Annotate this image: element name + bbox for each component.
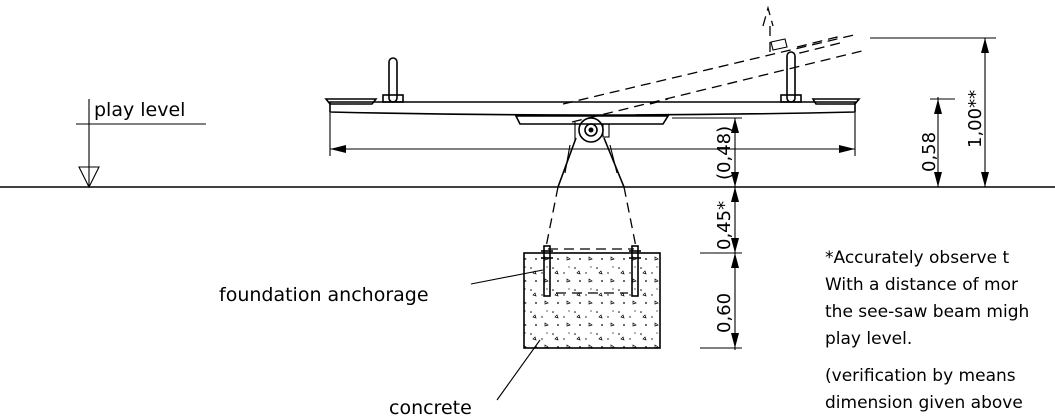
foundation-anchorage-label: foundation anchorage [219, 284, 429, 306]
dimension-total-height: 1,00** [965, 90, 986, 148]
notes-block: *Accurately observe t With a distance of… [825, 248, 1029, 413]
leg-projection [545, 186, 637, 250]
concrete-label: concrete [389, 397, 472, 419]
handle-right [780, 51, 802, 103]
beam-length-dimension [329, 113, 856, 156]
beam-tilted-phantom [562, 5, 867, 123]
note-line-5: (verification by means [825, 366, 1016, 386]
dimension-depth-lower: 0,60 [714, 293, 735, 333]
concrete-foundation [523, 252, 661, 349]
play-level-label: play level [94, 99, 185, 121]
concrete-leader [496, 339, 541, 401]
note-line-6: dimension given above [825, 393, 1023, 413]
handle-left [382, 57, 404, 103]
foundation-anchor-right [629, 245, 641, 297]
dimension-depth-upper: 0,45* [714, 201, 735, 250]
support-frame [557, 137, 625, 188]
note-line-3: the see-saw beam migh [825, 302, 1029, 322]
total-height-dimension [870, 37, 996, 187]
vertical-dimension-chain [672, 117, 742, 350]
note-line-4: play level. [825, 329, 912, 349]
anchorage-leader [470, 269, 544, 285]
dimension-seat-height: 0,58 [919, 132, 940, 172]
dimension-beam-height: (0,48) [714, 126, 735, 180]
foundation-anchor-left [541, 245, 553, 297]
see-saw-beam [324, 98, 861, 125]
play-level-marker: play level [76, 99, 206, 189]
note-line-2: With a distance of mor [825, 275, 1018, 295]
note-line-1: *Accurately observe t [825, 248, 1009, 268]
pivot-bearing [574, 117, 610, 143]
seat-height-dimension [930, 97, 955, 187]
